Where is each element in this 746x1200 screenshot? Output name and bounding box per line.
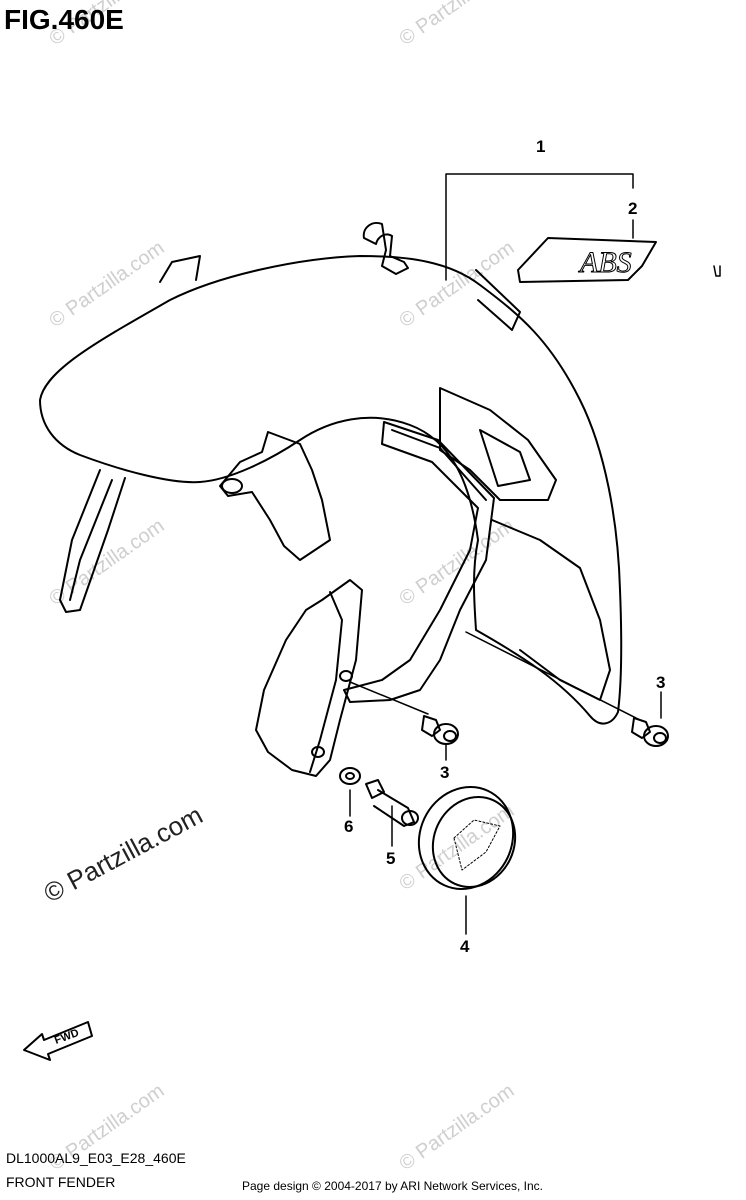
collar [365, 779, 419, 827]
fender-clip-hook [362, 222, 409, 275]
emblem-cap [417, 786, 517, 890]
right-lower-flap [491, 519, 611, 701]
bolt-left [421, 715, 459, 745]
abs-decal: ABS [517, 237, 721, 283]
callout-4: 4 [460, 937, 470, 956]
leader-bolt-right [465, 631, 641, 721]
leader-bolt-left [349, 681, 429, 715]
callout-3-left: 3 [440, 763, 449, 782]
left-fork-skirt [255, 579, 363, 777]
page-credit: Page design © 2004-2017 by ARI Network S… [242, 1179, 544, 1193]
fwd-arrow [23, 1021, 93, 1061]
svg-text:ABS: ABS [578, 246, 632, 279]
front-fender-body [39, 255, 623, 725]
callout-3-right: 3 [656, 673, 665, 692]
section-title: FRONT FENDER [6, 1174, 116, 1190]
callout-2: 2 [628, 199, 637, 218]
right-side-tab [475, 269, 521, 331]
inner-panel [343, 421, 495, 703]
figure-title: FIG.460E [4, 4, 124, 35]
left-fork-stay [219, 431, 331, 561]
callout-1: 1 [536, 137, 545, 156]
washer [339, 767, 361, 785]
fwd-label: FWD [53, 1027, 81, 1047]
diagram-code: DL1000AL9_E03_E28_460E [6, 1150, 186, 1166]
rear-bracket [159, 255, 201, 283]
callout-6: 6 [344, 817, 353, 836]
bolt-right [631, 717, 669, 747]
fender-rear-left [59, 469, 126, 613]
right-fork-stay [439, 387, 557, 501]
callout-5: 5 [386, 849, 395, 868]
callout-1-bracket [445, 173, 634, 281]
